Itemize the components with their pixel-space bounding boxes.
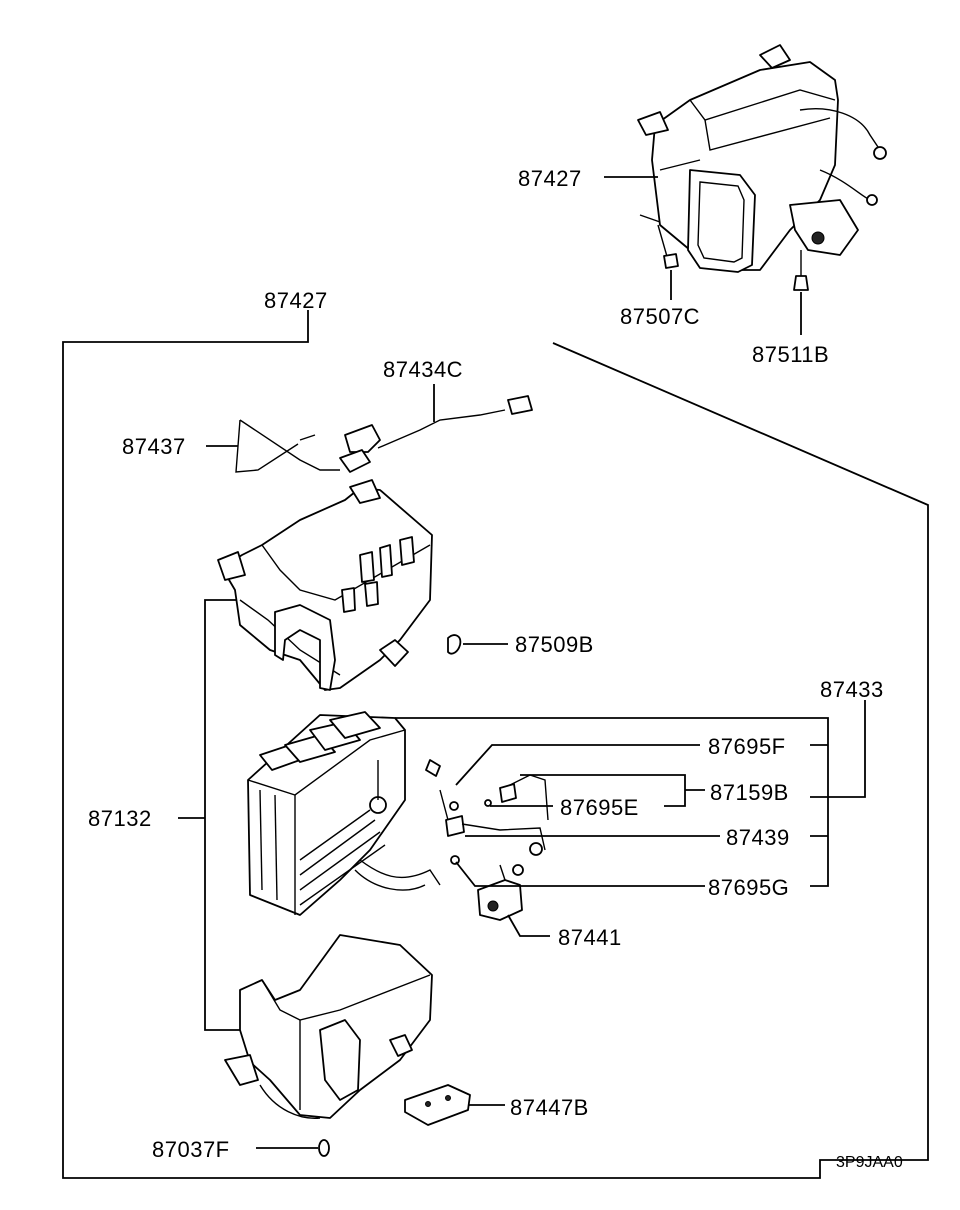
leader-87441	[507, 914, 550, 937]
label-87447b: 87447B	[510, 1095, 589, 1120]
label-87511b: 87511B	[752, 342, 829, 367]
label-87695f: 87695F	[708, 734, 786, 759]
leader-87132	[178, 599, 240, 1031]
label-87439: 87439	[726, 825, 790, 850]
assembly-boundary	[62, 310, 929, 1179]
label-87509b: 87509B	[515, 632, 594, 657]
label-87427-main: 87427	[264, 288, 328, 313]
label-87037f: 87037F	[152, 1137, 230, 1162]
lower-case-drawing	[224, 934, 433, 1119]
label-87427-top: 87427	[518, 166, 582, 191]
label-87437: 87437	[122, 434, 186, 459]
leader-87433-group	[395, 700, 866, 887]
label-87434c: 87434C	[383, 357, 463, 382]
upper-case-drawing	[217, 479, 433, 691]
diagram-code: 3P9JAA0	[836, 1154, 903, 1171]
label-87159b: 87159B	[710, 780, 789, 805]
label-87132: 87132	[88, 806, 152, 831]
expansion-valve-drawing	[425, 759, 549, 865]
clip-87037f	[318, 1139, 330, 1157]
bracket-87441-drawing	[477, 864, 524, 921]
label-87441: 87441	[558, 925, 622, 950]
label-87433: 87433	[820, 677, 884, 702]
evaporator-drawing	[247, 711, 441, 916]
plate-87447b	[404, 1084, 471, 1126]
clip-87509b	[447, 634, 462, 655]
label-87695e: 87695E	[560, 795, 639, 820]
label-87507c: 87507C	[620, 304, 700, 329]
thermostat-wire-drawing	[235, 395, 533, 473]
label-87695g: 87695G	[708, 875, 789, 900]
cooling-unit-assembly-drawing	[637, 44, 887, 291]
